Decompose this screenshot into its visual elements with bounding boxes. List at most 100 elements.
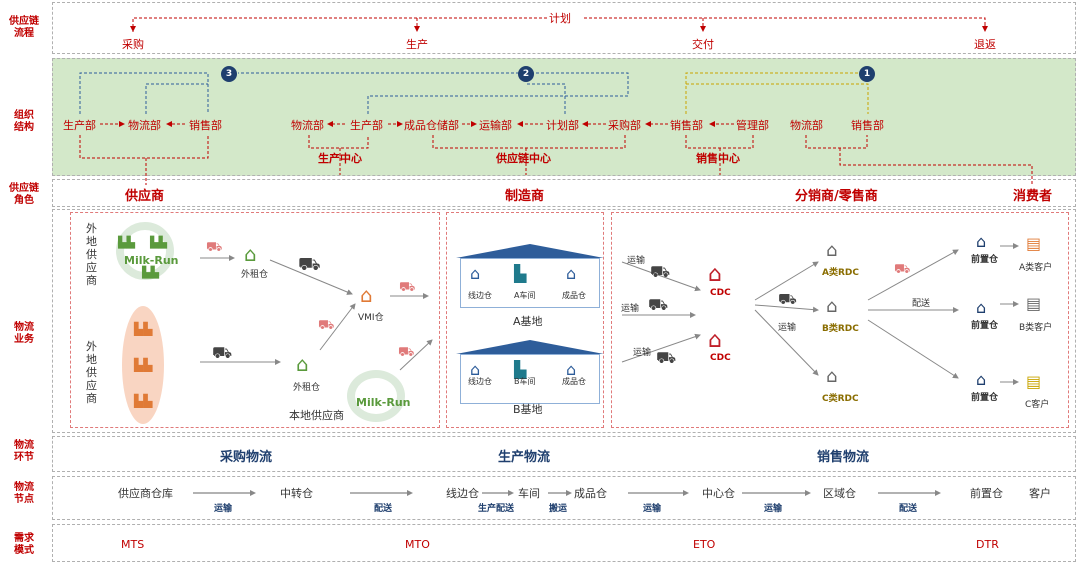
process-step-purchase: 采购 [122, 38, 144, 51]
store-icon: ▤ [1026, 294, 1042, 313]
front-wh-label: 前置仓 [971, 393, 999, 403]
node: 中心仓 [702, 487, 735, 500]
process-step-produce: 生产 [406, 38, 428, 51]
milk-run-label: Milk-Run [124, 254, 179, 267]
ops-band [52, 209, 1076, 433]
cdc-label: CDC [710, 288, 731, 298]
rdc-label: A类RDC [822, 268, 859, 278]
factory-icon: ▙ [514, 264, 527, 283]
row-label-text: 物流 业务 [14, 322, 34, 345]
front-wh-icon: ⌂ [976, 370, 987, 389]
site-a [460, 258, 600, 308]
site-b-fg: 成品仓 [562, 377, 586, 386]
node: 客户 [1029, 487, 1051, 500]
factory-icon: ▙ [514, 360, 527, 379]
row-label-link: 物流 环节 [0, 440, 48, 464]
customer-label: A类客户 [1019, 263, 1053, 273]
rdc-label: C类RDC [822, 394, 859, 404]
row-label-text: 供应链 角色 [9, 183, 39, 206]
truck-icon: ⛟ [648, 295, 669, 314]
rdc-label: B类RDC [822, 324, 859, 334]
node-edge: 运输 [643, 504, 662, 514]
factory-icon: ▙▙ [134, 394, 153, 408]
org-unit: 采购部 [608, 119, 641, 132]
ops-manufacturer-box [446, 212, 604, 428]
site-b-name: B基地 [513, 403, 543, 416]
row-label-text: 物流 环节 [14, 440, 34, 463]
org-unit: 管理部 [736, 119, 769, 132]
warehouse-icon: ⌂ [244, 242, 257, 266]
front-wh-icon: ⌂ [976, 298, 987, 317]
plan-label: 计划 [549, 12, 571, 25]
warehouse-icon: ⌂ [470, 264, 481, 283]
row-label-text: 供应链 流程 [9, 16, 39, 39]
demand-mts: MTS [121, 538, 145, 551]
node: 供应商仓库 [118, 487, 173, 500]
node-edge: 运输 [214, 504, 233, 514]
process-band [52, 2, 1076, 54]
link-procurement: 采购物流 [220, 450, 273, 465]
org-center: 生产中心 [318, 152, 362, 165]
warehouse-icon: ⌂ [296, 352, 309, 376]
cdc-icon: ⌂ [708, 262, 722, 287]
rental-wh-label-2: 外租仓 [293, 383, 321, 393]
warehouse-icon: ⌂ [470, 360, 481, 379]
rdc-icon: ⌂ [826, 366, 838, 387]
node: 前置仓 [970, 487, 1003, 500]
row-label-ops: 物流 业务 [0, 322, 48, 346]
customer-label: C客户 [1025, 400, 1050, 410]
factory-icon: ▙▙ [134, 322, 153, 336]
badge-2: 2 [518, 66, 534, 82]
row-label-role: 供应链 角色 [0, 183, 48, 207]
site-a-line: 线边仓 [468, 291, 492, 300]
supplier-ellipse [122, 306, 164, 424]
org-unit: 物流部 [291, 119, 324, 132]
row-label-org: 组织 结构 [0, 110, 48, 134]
node: 成品仓 [574, 487, 607, 500]
truck-icon: ⛟ [650, 262, 671, 281]
truck-icon: ⛟ [212, 343, 233, 362]
role-manufacturer: 制造商 [505, 189, 545, 204]
cdc-label: CDC [710, 353, 731, 363]
customer-label: B类客户 [1019, 323, 1053, 333]
row-label-process: 供应链 流程 [0, 16, 48, 40]
role-distributor: 分销商/零售商 [795, 189, 878, 204]
link-production: 生产物流 [498, 450, 551, 465]
org-unit: 计划部 [546, 119, 579, 132]
site-b [460, 354, 600, 404]
row-label-text: 需求 模式 [14, 533, 34, 556]
org-unit: 销售部 [189, 119, 222, 132]
row-label-text: 组织 结构 [14, 110, 34, 133]
org-center: 供应链中心 [496, 152, 551, 165]
badge-3: 3 [221, 66, 237, 82]
front-wh-label: 前置仓 [971, 321, 999, 331]
factory-icon: ▙▙ [118, 236, 135, 249]
store-icon: ▤ [1026, 234, 1042, 253]
ops-supplier-box [70, 212, 440, 428]
link-band [52, 436, 1076, 472]
process-step-deliver: 交付 [692, 38, 714, 51]
warehouse-icon: ⌂ [360, 283, 373, 307]
row-label-demand: 需求 模式 [0, 533, 48, 557]
site-b-line: 线边仓 [468, 377, 492, 386]
front-wh-label: 前置仓 [971, 255, 999, 265]
org-unit: 销售部 [851, 119, 884, 132]
truck-icon: ⛟ [318, 318, 335, 333]
row-label-node: 物流 节点 [0, 482, 48, 506]
org-unit: 生产部 [350, 119, 383, 132]
factory-icon: ▙▙ [134, 358, 153, 372]
node: 线边仓 [446, 487, 479, 500]
link-sales: 销售物流 [817, 450, 870, 465]
node-band [52, 476, 1076, 520]
warehouse-icon: ⌂ [566, 360, 577, 379]
node-edge: 配送 [374, 504, 393, 514]
local-supplier-label: 本地供应商 [289, 409, 344, 422]
truck-icon: ⛟ [894, 262, 911, 277]
transport-label: 运输 [621, 304, 640, 314]
badge-1: 1 [859, 66, 875, 82]
node-edge: 配送 [899, 504, 918, 514]
org-unit: 成品仓储部 [404, 119, 459, 132]
node-edge: 搬运 [549, 504, 568, 514]
demand-eto: ETO [693, 538, 716, 551]
